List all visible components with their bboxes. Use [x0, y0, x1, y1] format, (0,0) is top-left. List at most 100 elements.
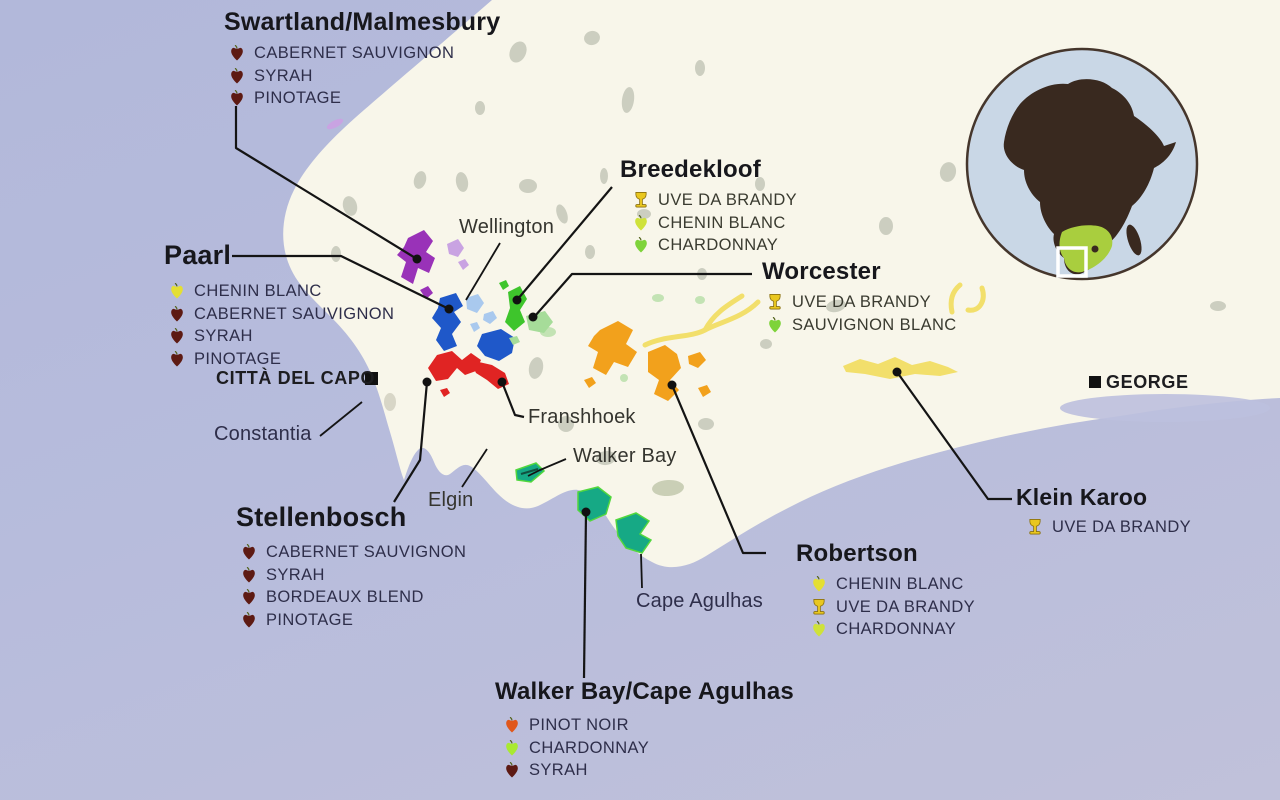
- region-title: Worcester: [762, 258, 881, 285]
- variety-item: UVE DA BRANDY: [634, 192, 797, 209]
- leader-franshhoek: [500, 381, 525, 419]
- region-stellenbosch: Stellenbosch CABERNET SAUVIGNON SYRAH BO…: [236, 502, 466, 634]
- brandy-goblet-icon: [768, 294, 782, 310]
- walker-bay-area: [515, 462, 653, 554]
- variety-item: CABERNET SAUVIGNON: [230, 45, 500, 62]
- variety-item: CHENIN BLANC: [634, 213, 797, 232]
- grape-icon: [170, 283, 184, 299]
- locator-box: [1056, 246, 1088, 278]
- variety-label: UVE DA BRANDY: [658, 191, 798, 209]
- region-shapes: [326, 118, 986, 554]
- variety-label: CHARDONNAY: [836, 620, 957, 638]
- region-title: Breedekloof: [620, 156, 761, 183]
- variety-item: CHARDONNAY: [505, 738, 794, 757]
- region-title: Robertson: [796, 540, 918, 567]
- variety-item: SYRAH: [242, 565, 466, 584]
- grape-icon: [242, 589, 256, 605]
- region-swartland: Swartland/Malmesbury CABERNET SAUVIGNON …: [224, 8, 500, 113]
- variety-label: CHARDONNAY: [658, 236, 779, 254]
- swartland-light-areas: [326, 118, 469, 270]
- grape-icon: [230, 68, 244, 84]
- madagascar-silhouette: [1126, 224, 1142, 256]
- variety-item: PINOTAGE: [242, 610, 466, 629]
- variety-label: SYRAH: [194, 327, 253, 345]
- george-marker: [1089, 376, 1101, 388]
- grape-icon: [634, 237, 648, 253]
- klein-karoo-strip: [843, 357, 958, 379]
- leader-elgin: [461, 448, 488, 488]
- africa-inset: [965, 47, 1199, 281]
- variety-label: CABERNET SAUVIGNON: [266, 543, 467, 561]
- cape-town-marker: [365, 372, 378, 385]
- leader-stellenbosch: [393, 381, 429, 503]
- variety-item: UVE DA BRANDY: [1028, 519, 1191, 536]
- variety-item: SAUVIGNON BLANC: [768, 316, 957, 334]
- variety-label: PINOTAGE: [254, 89, 342, 107]
- leader-cape-agulhas: [640, 553, 643, 589]
- grape-icon: [505, 717, 519, 733]
- variety-item: PINOT NOIR: [505, 717, 794, 734]
- variety-label: CHENIN BLANC: [658, 213, 786, 232]
- klein-karoo-area: [642, 282, 986, 348]
- variety-item: CHENIN BLANC: [170, 283, 394, 300]
- grape-icon: [242, 567, 256, 583]
- variety-item: PINOTAGE: [230, 90, 500, 107]
- town-label-cape-agulhas: Cape Agulhas: [636, 590, 763, 612]
- town-label-constantia: Constantia: [214, 423, 312, 445]
- town-label-franshhoek: Franshhoek: [528, 406, 636, 428]
- leader-paarl: [232, 254, 450, 310]
- variety-label: PINOTAGE: [266, 610, 354, 629]
- city-label-george: GEORGE: [1106, 372, 1189, 392]
- leader-walker-bay-town: [527, 458, 567, 477]
- leader-swartland: [234, 106, 418, 260]
- variety-label: UVE DA BRANDY: [1052, 518, 1192, 536]
- region-klein-karoo: Klein Karoo UVE DA BRANDY: [1016, 484, 1191, 542]
- wellington-area: [466, 294, 497, 332]
- region-title: Klein Karoo: [1016, 484, 1148, 510]
- variety-label: UVE DA BRANDY: [792, 293, 932, 311]
- grape-icon: [230, 90, 244, 106]
- variety-item: PINOTAGE: [170, 349, 394, 368]
- region-worcester: Worcester UVE DA BRANDY SAUVIGNON BLANC: [762, 258, 957, 339]
- town-label-elgin: Elgin: [428, 489, 474, 511]
- variety-item: SYRAH: [230, 67, 500, 85]
- variety-label: PINOTAGE: [194, 349, 282, 368]
- grape-icon: [242, 612, 256, 628]
- grape-icon: [170, 328, 184, 344]
- variety-item: CABERNET SAUVIGNON: [170, 304, 395, 323]
- brandy-goblet-icon: [1028, 519, 1042, 535]
- grape-icon: [170, 351, 184, 367]
- variety-label: SYRAH: [266, 565, 325, 584]
- town-label-wellington: Wellington: [459, 216, 555, 238]
- variety-item: CHENIN BLANC: [812, 576, 975, 593]
- breedekloof-area: [499, 280, 527, 331]
- grape-icon: [230, 45, 244, 61]
- variety-label: CHENIN BLANC: [836, 575, 964, 593]
- grape-icon: [505, 762, 519, 778]
- george-mountain-ridge: [1060, 394, 1270, 422]
- region-paarl: Paarl CHENIN BLANC CABERNET SAUVIGNON SY…: [164, 240, 394, 373]
- variety-item: SYRAH: [170, 328, 394, 345]
- grape-icon: [634, 215, 648, 231]
- variety-label: CHARDONNAY: [529, 738, 650, 757]
- leader-dots: [412, 254, 902, 517]
- variety-label: CABERNET SAUVIGNON: [254, 44, 455, 62]
- variety-label: PINOT NOIR: [529, 716, 629, 734]
- variety-label: CABERNET SAUVIGNON: [194, 304, 395, 323]
- leader-lines: [232, 106, 1012, 679]
- region-robertson: Robertson CHENIN BLANC UVE DA BRANDY CHA…: [796, 540, 975, 644]
- variety-item: CHARDONNAY: [812, 621, 975, 638]
- paarl-area: [432, 293, 515, 361]
- variety-label: UVE DA BRANDY: [836, 597, 976, 616]
- grape-icon: [170, 306, 184, 322]
- leader-worcester: [534, 272, 752, 317]
- variety-item: UVE DA BRANDY: [812, 597, 976, 616]
- variety-label: CHENIN BLANC: [194, 282, 322, 300]
- region-title: Paarl: [164, 240, 232, 270]
- variety-item: SYRAH: [505, 762, 794, 779]
- leader-constantia: [319, 401, 363, 437]
- variety-item: CABERNET SAUVIGNON: [242, 544, 466, 561]
- grape-icon: [812, 576, 826, 592]
- region-title: Stellenbosch: [236, 502, 407, 532]
